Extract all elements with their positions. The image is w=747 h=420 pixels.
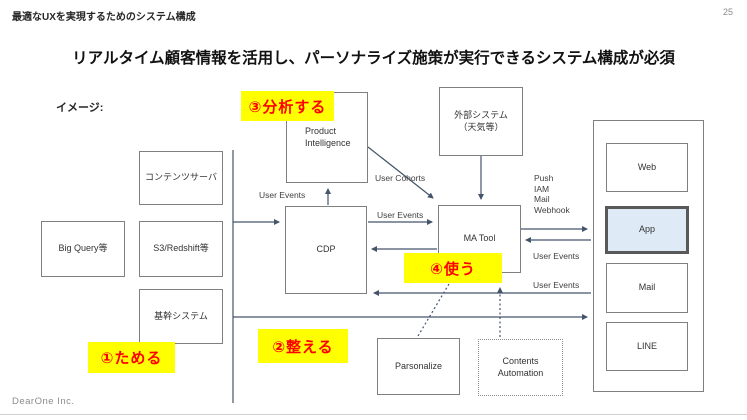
edge-label-user-cohorts: User Cohorts xyxy=(375,173,426,183)
step-label-3-bunseki: ③分析する xyxy=(241,91,334,121)
node-external-system-line2: （天気等） xyxy=(458,121,504,132)
node-channel-mail: Mail xyxy=(606,263,688,313)
edge-label-user-events-channels-ma: User Events xyxy=(533,251,580,261)
edge-label-push-channels: Push IAM Mail Webhook xyxy=(534,173,570,215)
step-label-4-tsukau: ④使う xyxy=(404,253,502,283)
edge-label-mail: Mail xyxy=(534,194,550,204)
image-caption-label: イメージ: xyxy=(56,102,104,114)
node-external-system-line1: 外部システム xyxy=(454,109,508,120)
node-channel-web-label: Web xyxy=(637,161,657,172)
step-label-2-totonoeru: ②整える xyxy=(258,329,348,363)
edge-label-push: Push xyxy=(534,173,554,183)
node-s3-redshift: S3/Redshift等 xyxy=(139,221,223,277)
node-cdp-label: CDP xyxy=(316,244,336,255)
node-personalize-label: Parsonalize xyxy=(394,360,443,371)
edge-label-user-events-channels-cdp: User Events xyxy=(533,280,580,290)
node-big-query-label: Big Query等 xyxy=(58,243,108,254)
node-channel-web: Web xyxy=(606,143,688,192)
node-channel-app: App xyxy=(605,206,689,254)
node-product-intelligence-line2: Intelligence xyxy=(305,137,351,148)
edge-label-user-events-cdp-pi: User Events xyxy=(259,190,306,200)
node-content-server: コンテンツサーバ xyxy=(139,151,223,205)
node-s3-redshift-label: S3/Redshift等 xyxy=(153,243,209,254)
edge-product-intelligence-to-ma-tool xyxy=(367,146,434,199)
node-ma-tool-label: MA Tool xyxy=(463,233,496,244)
node-product-intelligence-line1: Product xyxy=(305,125,337,136)
edge-label-webhook: Webhook xyxy=(534,204,570,215)
edge-label-user-events-cdp-ma: User Events xyxy=(377,210,424,220)
edge-label-iam: IAM xyxy=(534,183,550,194)
node-contents-automation-line1: Contents xyxy=(502,355,539,366)
node-channel-mail-label: Mail xyxy=(638,282,656,293)
slide-header-title: 最適なUXを実現するためのシステム構成 xyxy=(12,12,196,23)
node-channel-app-label: App xyxy=(638,224,655,235)
edge-ma-tool-to-personalize-dotted xyxy=(417,283,450,337)
page-number: 25 xyxy=(722,7,733,17)
node-core-system-label: 基幹システム xyxy=(154,310,208,321)
node-cdp: CDP xyxy=(285,206,367,294)
node-personalize: Parsonalize xyxy=(377,338,460,395)
node-channel-line-label: LINE xyxy=(636,340,657,351)
slide-bottom-border xyxy=(0,414,747,415)
node-big-query: Big Query等 xyxy=(41,221,125,277)
node-core-system: 基幹システム xyxy=(139,289,223,344)
node-contents-automation-line2: Automation xyxy=(497,367,544,378)
step-label-1-tameru: ①ためる xyxy=(88,342,175,373)
node-contents-automation: Contents Automation xyxy=(478,339,563,396)
node-content-server-label: コンテンツサーバ xyxy=(145,172,217,183)
channels-container xyxy=(593,120,704,392)
node-external-system: 外部システム （天気等） xyxy=(439,87,523,156)
footer-company: DearOne Inc. xyxy=(12,396,75,407)
main-title: リアルタイム顧客情報を活用し、パーソナライズ施策が実行できるシステム構成が必須 xyxy=(72,50,675,67)
node-channel-line: LINE xyxy=(606,322,688,371)
